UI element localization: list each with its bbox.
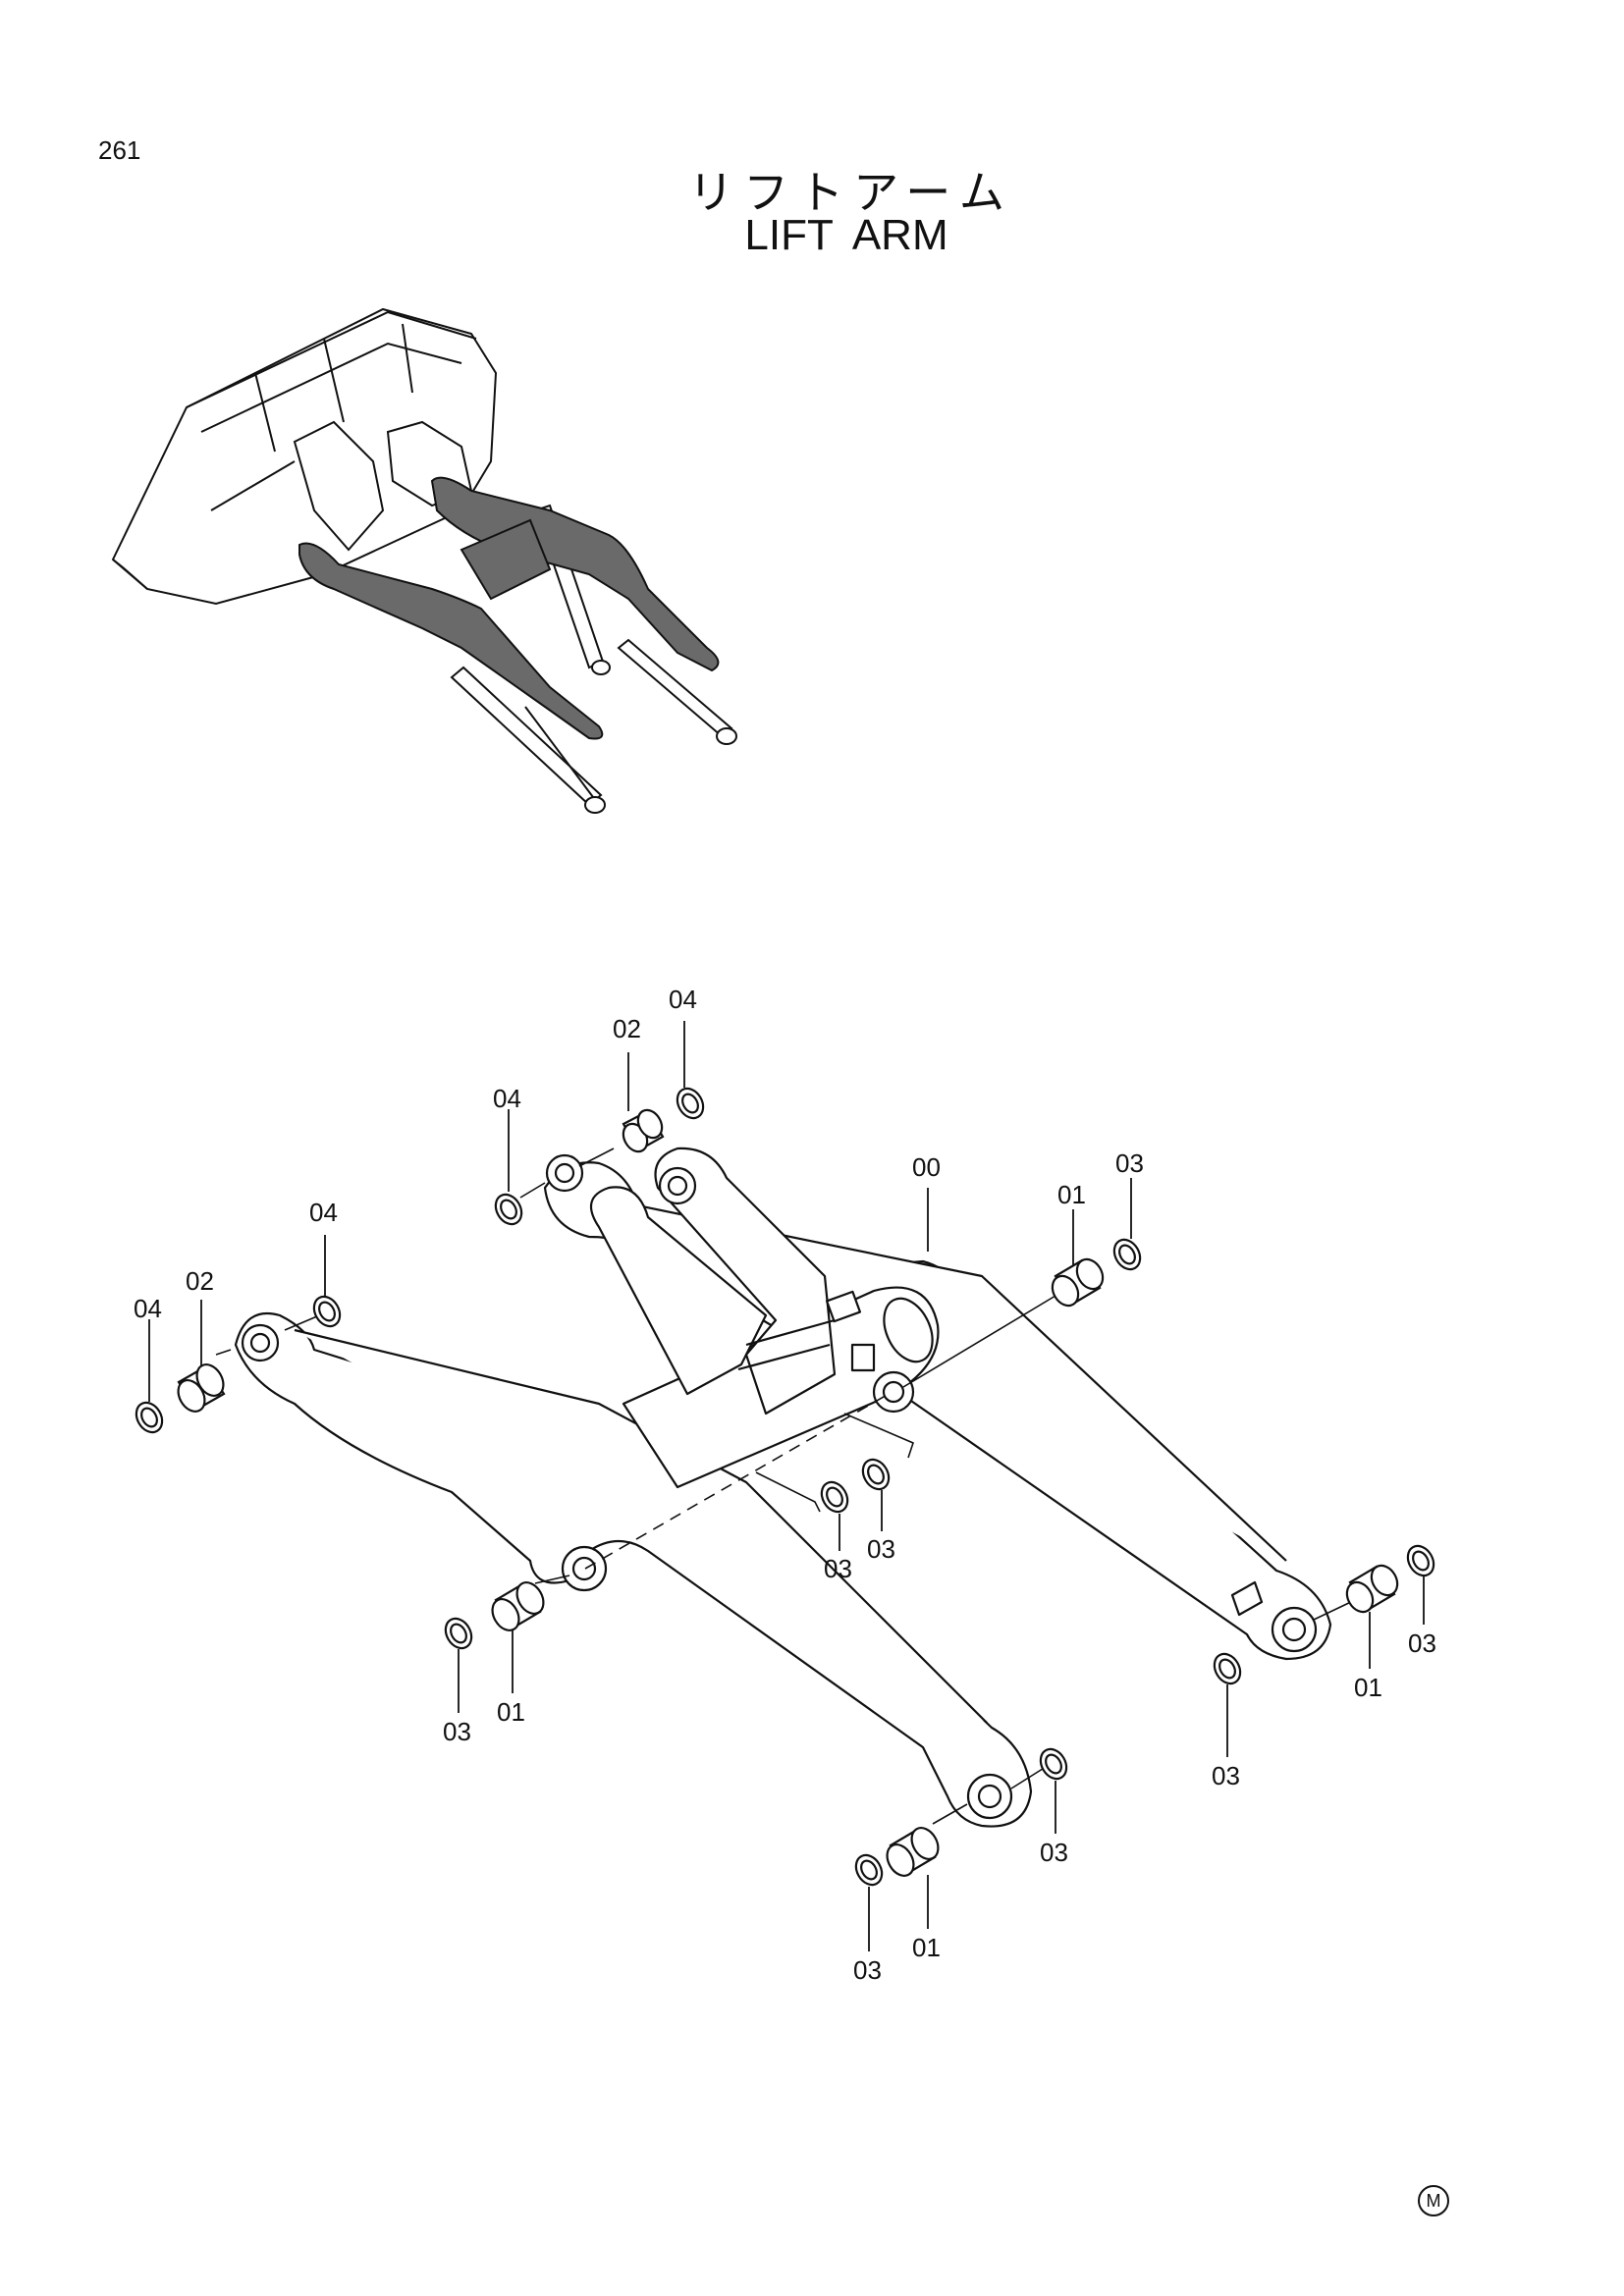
centerlines: [215, 1148, 1356, 1825]
bushing-01-right-top: [1051, 1257, 1105, 1308]
bushing-02-left: [177, 1363, 226, 1413]
callout-01-right-lower: 01: [1354, 1673, 1382, 1702]
callout-03-bottom-right: 03: [1040, 1838, 1068, 1867]
parts: [135, 1087, 1435, 1887]
title-japanese: リフトアーム: [688, 166, 1014, 219]
callout-03-tube-a: 03: [824, 1554, 852, 1583]
callout-04-left: 04: [309, 1198, 338, 1227]
callout-00: 00: [912, 1152, 941, 1182]
callout-04-far-left: 04: [134, 1294, 162, 1323]
callout-02-left: 02: [186, 1266, 214, 1296]
callout-01-bottom: 01: [912, 1933, 941, 1962]
callout-04-top: 04: [669, 985, 697, 1014]
callout-03-left: 03: [443, 1717, 471, 1746]
left-lift-arm: [234, 1311, 1033, 1828]
leader-lines: [148, 1021, 1425, 1951]
callout-labels: 04 02 04 04 02 04 00 01 03 03 03 01 03 0…: [134, 985, 1436, 1985]
mounting-plate-front: [654, 1147, 837, 1415]
callout-03-right-near: 03: [1212, 1761, 1240, 1790]
bushing-02-top: [622, 1108, 665, 1153]
callout-01-right-top: 01: [1057, 1180, 1086, 1209]
overview-illustration: [111, 307, 737, 814]
callout-03-bottom-left: 03: [853, 1955, 882, 1985]
callout-04-upper-left: 04: [493, 1084, 521, 1113]
registered-mark: M: [1418, 2185, 1449, 2216]
overview-cross-tube: [460, 518, 552, 601]
bucket-cutting-edge: [112, 559, 148, 590]
lift-arm-assembly: [234, 1147, 1332, 1828]
overview-right-arm: [430, 476, 720, 672]
page-number: 261: [98, 135, 141, 165]
overview-lift-arms: [298, 476, 720, 740]
mounting-plate-rear: [589, 1186, 768, 1396]
callout-01-left: 01: [497, 1697, 525, 1727]
bushing-01-left: [491, 1581, 545, 1631]
overview-left-arm: [298, 542, 604, 740]
left-cylinder: [450, 666, 603, 807]
bushing-01-bottom: [886, 1827, 940, 1877]
callout-03-right-top: 03: [1115, 1148, 1144, 1178]
bucket-top-edge: [186, 310, 477, 408]
title-english: LIFT ARM: [744, 211, 948, 259]
callout-03-right-far: 03: [1408, 1629, 1436, 1658]
callout-02-top: 02: [613, 1014, 641, 1043]
bushing-01-right-lower: [1345, 1564, 1399, 1614]
callout-03-tube-b: 03: [867, 1534, 895, 1564]
